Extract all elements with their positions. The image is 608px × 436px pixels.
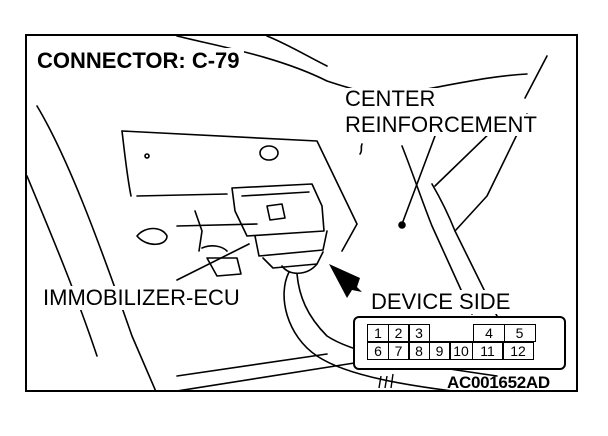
left-pillar-inner: [27, 175, 98, 357]
ecu-connector-lower: [262, 251, 324, 269]
pin-gap: [428, 324, 475, 342]
device-side-arrow: [329, 264, 362, 298]
reinforcement-leader: [401, 135, 436, 225]
dash-upper-line: [266, 36, 328, 67]
ecu-top-edge: [241, 191, 310, 197]
center-reinforcement-label-line1: CENTER: [343, 86, 438, 111]
pin-8: 8: [408, 342, 430, 360]
panel-screw-dot: [144, 153, 150, 159]
bracket-bar: [176, 223, 258, 227]
pin-9: 9: [428, 342, 451, 360]
pin-2: 2: [387, 324, 410, 342]
immobilizer-ecu-label: IMMOBILIZER-ECU: [41, 285, 242, 310]
lower-panel-outline: [121, 130, 358, 252]
device-side-label: DEVICE SIDE: [369, 289, 513, 314]
reinforcement-top-diagonal: [434, 125, 498, 187]
pin-5: 5: [503, 324, 536, 342]
ecu-tab: [266, 203, 286, 221]
diagram-frame: CONNECTOR: C-79 CENTER REINFORCEMENT IMM…: [25, 34, 578, 392]
bracket-clip: [206, 257, 242, 277]
line-drawing: [27, 36, 548, 390]
pin-3: 3: [408, 324, 430, 342]
bracket-bolt: [136, 227, 168, 246]
bracket-stem: [194, 210, 203, 252]
figure-code: AC001652AD: [447, 373, 550, 392]
tick-marks: [378, 373, 394, 389]
pin-10: 10: [449, 342, 473, 360]
floor-line: [176, 353, 328, 377]
lower-panel-left-edge: [121, 130, 132, 197]
diagram-title: CONNECTOR: C-79: [35, 48, 244, 76]
connector-pin-grid: 1 2 3 4 5 6 7 8 9 10 11 12: [367, 324, 536, 360]
ecu-body: [231, 183, 325, 237]
connector-pin-diagram: 1 2 3 4 5 6 7 8 9 10 11 12: [353, 316, 566, 370]
connector-bottom-row: 6 7 8 9 10 11 12: [367, 342, 534, 360]
reinforcement-dot: [398, 221, 406, 229]
ecu-connector: [254, 230, 328, 257]
center-reinforcement-label-line2: REINFORCEMENT: [343, 112, 539, 137]
small-hook: [359, 143, 363, 155]
connector-latch: [281, 263, 318, 275]
pin-4: 4: [473, 324, 505, 342]
reinforcement-back-edge: [454, 113, 528, 232]
panel-knob: [259, 145, 279, 161]
ecu-leader: [176, 243, 250, 281]
slash-line: [524, 55, 548, 99]
reinforcement-left-edge: [401, 145, 473, 315]
pin-12: 12: [502, 342, 534, 360]
floor-line-2: [178, 360, 368, 390]
pin-6: 6: [367, 342, 389, 360]
pin-7: 7: [387, 342, 410, 360]
panel-shelf-line: [136, 193, 228, 197]
left-pillar: [36, 105, 157, 390]
bracket-foot: [201, 245, 228, 252]
pin-11: 11: [471, 342, 504, 360]
pin-1: 1: [367, 324, 389, 342]
connector-top-row: 1 2 3 4 5: [367, 324, 536, 342]
